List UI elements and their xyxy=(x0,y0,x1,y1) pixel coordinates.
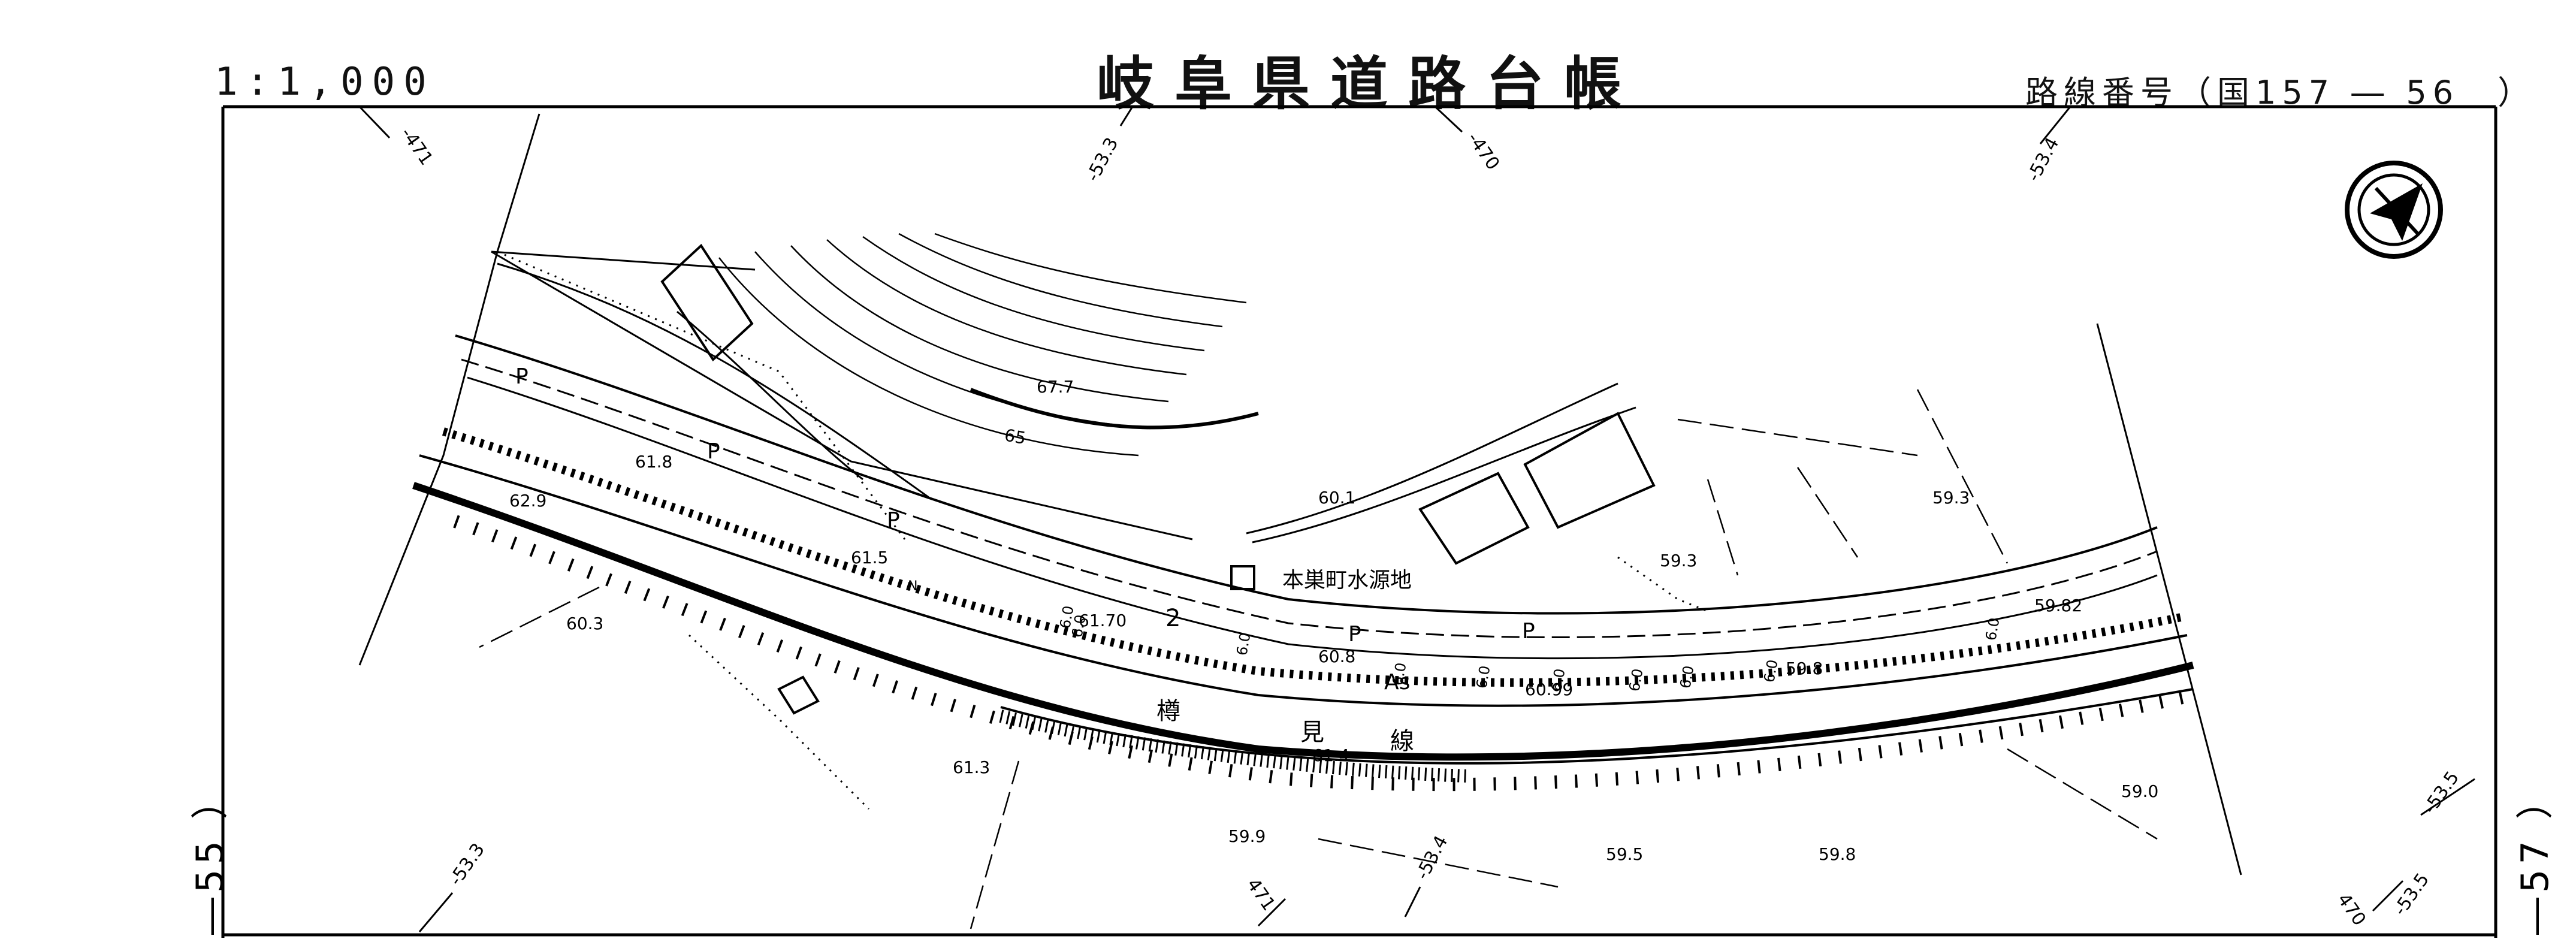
elev-61-5: 61.5 xyxy=(851,548,888,567)
embankment-hatching xyxy=(442,427,2195,792)
elev-67-7: 67.7 xyxy=(1037,377,1074,397)
grid-label-bottom-53-4: -53.4 xyxy=(1412,832,1452,883)
grid-label-top-53-3: -53.3 xyxy=(1082,134,1122,185)
contour-lines xyxy=(718,233,1259,457)
elev-60-8: 60.8 xyxy=(1318,647,1355,666)
parking-mark-2: P xyxy=(707,439,720,464)
pavement-label: As xyxy=(1384,670,1410,695)
width-label-7: 6.0 xyxy=(1677,665,1697,690)
grid-label-top-53-4: -53.4 xyxy=(2023,134,2063,185)
elev-59-5: 59.5 xyxy=(1606,844,1643,864)
grid-ticks xyxy=(358,105,2475,932)
building-shed xyxy=(1230,565,1255,590)
building-water-facility-1 xyxy=(1418,472,1530,565)
north-arrow-icon xyxy=(2345,161,2443,259)
grid-label-bottom-470: 470 xyxy=(2333,890,2370,930)
parking-mark-3: P xyxy=(887,508,900,533)
grid-label-bottom-471: 471 xyxy=(1242,875,1279,915)
width-label-4: 6.0 xyxy=(1473,665,1493,690)
width-label-2: 6.0 xyxy=(1233,632,1254,657)
width-label-9: 6.0 xyxy=(1982,617,2003,642)
map-scale: 1:1,000 xyxy=(215,60,435,104)
grid-label-top-471: -471 xyxy=(396,124,437,170)
elev-60-99: 60.99 xyxy=(1525,680,1573,699)
road-name-char-2: 見 xyxy=(1300,718,1324,746)
grid-label-bottom-53-3: -53.3 xyxy=(445,840,489,890)
elev-59-3-b: 59.3 xyxy=(1932,488,1970,508)
elev-62-9: 62.9 xyxy=(509,491,546,511)
parking-mark-4: P xyxy=(1348,622,1361,647)
width-label-3: 6.0 xyxy=(1389,662,1409,687)
elev-61-70: 61.70 xyxy=(1079,611,1127,630)
road-network xyxy=(412,250,2194,765)
grid-label-top-470: -470 xyxy=(1463,129,1503,174)
buildings xyxy=(660,243,1656,715)
facility-label: 本巣町水源地 xyxy=(1282,568,1412,593)
route-no-label: 2 xyxy=(1165,605,1180,632)
parking-mark-5: P xyxy=(1522,619,1535,644)
building-water-facility-2 xyxy=(1523,412,1656,529)
elev-61-8: 61.8 xyxy=(635,452,672,472)
width-label-1: 6.0 xyxy=(1056,605,1077,630)
elev-59-3-a: 59.3 xyxy=(1660,551,1697,570)
building-warehouse xyxy=(660,243,754,362)
width-label-10: 6.0 xyxy=(1068,614,1089,639)
road-name-char-3: 線 xyxy=(1390,727,1414,755)
elev-59-8-south: 59.8 xyxy=(1819,844,1856,864)
building-small xyxy=(777,675,820,715)
dotted-boundaries xyxy=(497,250,1708,810)
elev-59-82: 59.82 xyxy=(2034,596,2082,615)
grid-label-bottom-53-5a: -53.5 xyxy=(2390,869,2433,920)
north-mark-label: N xyxy=(908,579,917,594)
width-label-5: 6.0 xyxy=(1548,668,1568,693)
elev-60-1: 60.1 xyxy=(1318,488,1355,508)
elev-60-3: 60.3 xyxy=(566,614,603,633)
elev-61-4: 61.4 xyxy=(1312,745,1349,765)
parcel-boundaries xyxy=(479,389,2158,929)
elev-65: 65 xyxy=(1003,425,1028,448)
width-label-6: 6.0 xyxy=(1626,668,1646,693)
map-annotations: -471 -53.3 -470 -53.4 -53.3 471 -53.4 -5… xyxy=(396,124,2463,930)
road-name-char-1: 樽 xyxy=(1156,698,1180,725)
survey-boundary xyxy=(358,113,2242,875)
elev-59-9: 59.9 xyxy=(1228,826,1266,846)
elev-59-0: 59.0 xyxy=(2121,781,2158,801)
width-label-8: 6.0 xyxy=(1760,659,1781,684)
parking-mark-1: P xyxy=(515,364,529,389)
elev-61-3: 61.3 xyxy=(953,757,990,777)
elev-59-8-road: 59.8 xyxy=(1786,659,1823,678)
grid-label-bottom-53-5b: -53.5 xyxy=(2420,768,2463,818)
